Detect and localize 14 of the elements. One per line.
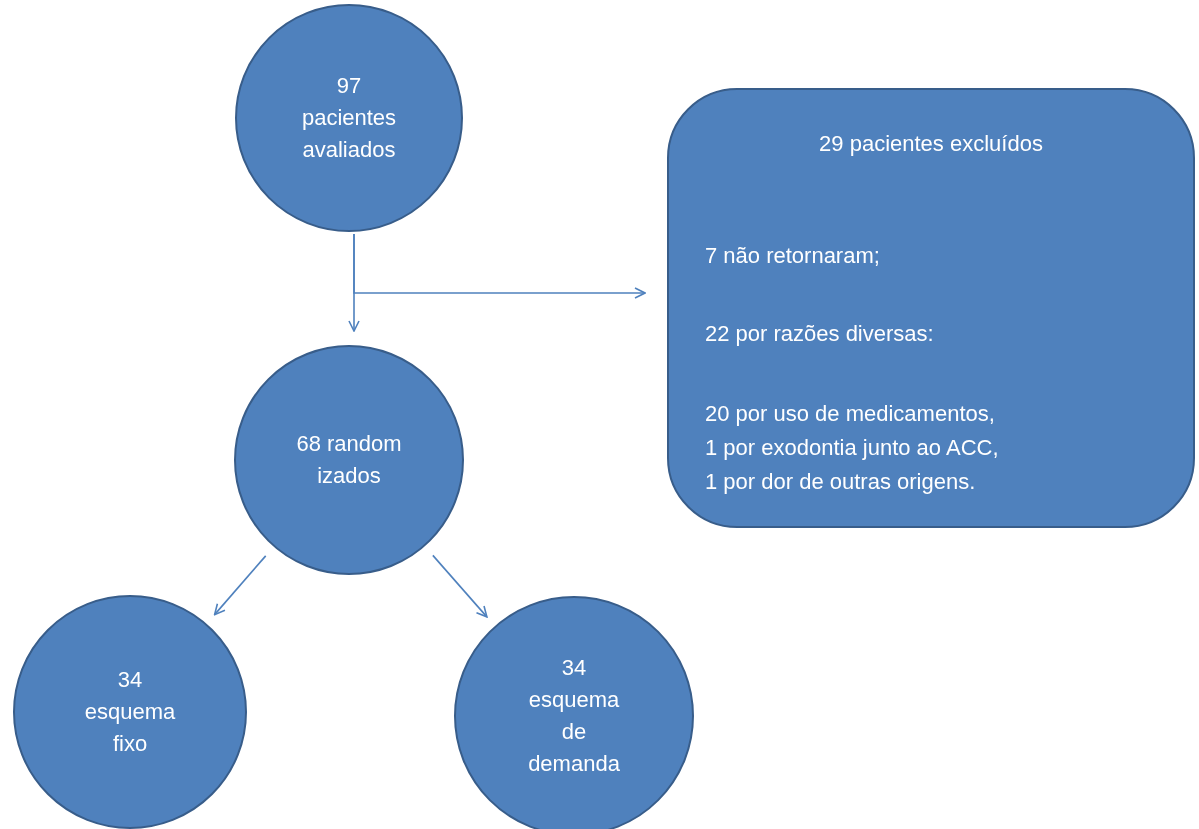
arrow xyxy=(213,555,267,616)
box-text: 20 por uso de medicamentos, xyxy=(705,400,995,428)
box-text: 1 por exodontia junto ao ACC, xyxy=(705,434,999,462)
arrow xyxy=(432,554,488,618)
node-text: 97 pacientes avaliados xyxy=(300,72,398,164)
box-text: 22 por razões diversas: xyxy=(705,320,934,348)
rounded-box xyxy=(667,88,1195,528)
node-text: 34 esquema de demanda xyxy=(527,654,621,778)
node-text: 34 esquema fixo xyxy=(83,666,177,758)
box-text: 7 não retornaram; xyxy=(705,242,880,270)
arrow xyxy=(353,233,646,299)
node-text: 68 randomizados xyxy=(295,430,403,490)
box-text: 1 por dor de outras origens. xyxy=(705,468,976,496)
box-heading: 29 pacientes excluídos xyxy=(818,130,1044,158)
